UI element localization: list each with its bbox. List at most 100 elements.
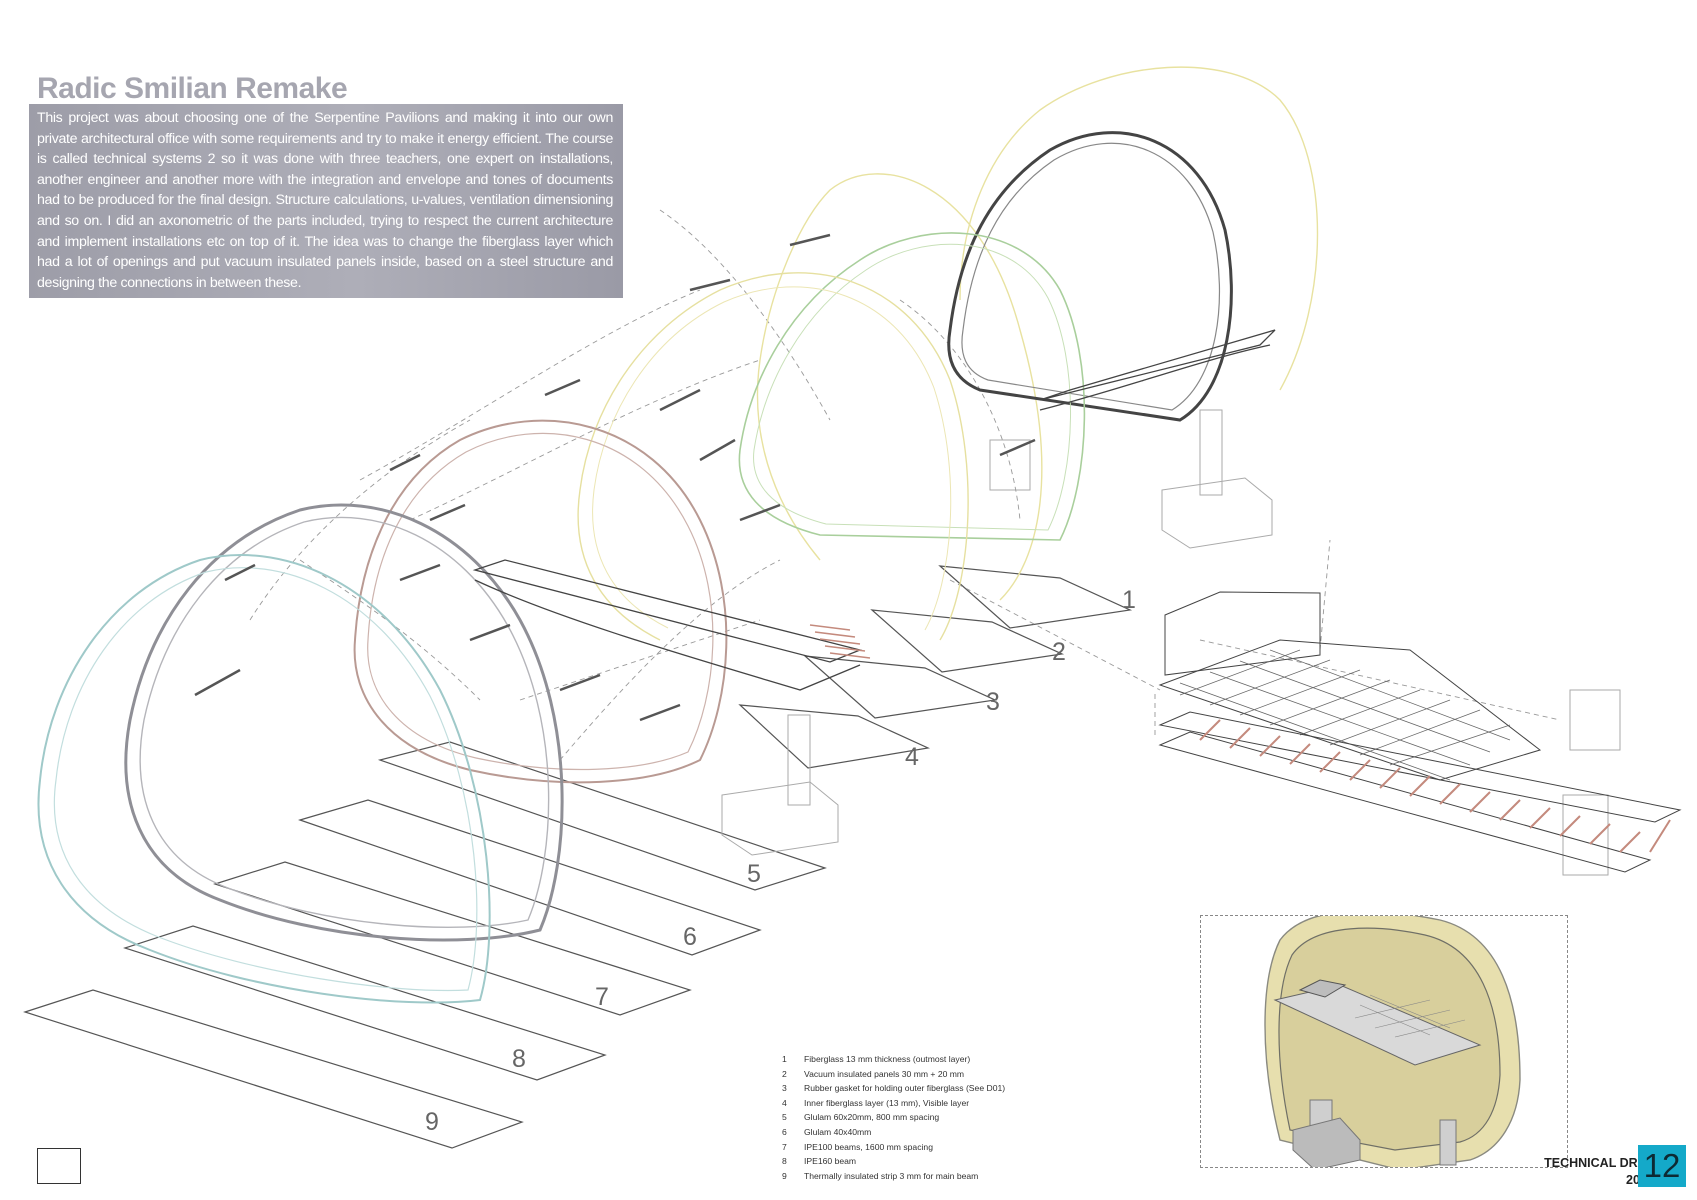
plate-1 (938, 565, 1133, 629)
guide-12 (299, 559, 481, 701)
profile (689, 278, 731, 292)
arch-vip-green (738, 232, 1086, 541)
page-number: 12 (1638, 1145, 1686, 1187)
arch-vip-green-2 (753, 243, 1071, 531)
floor-slats (1199, 719, 1671, 853)
arch-front-teal (37, 554, 491, 1004)
layer-label-7: 7 (595, 983, 609, 1011)
footing-rear (1161, 477, 1273, 549)
arch-gasket-yellow (577, 272, 969, 641)
plate-4 (738, 704, 931, 769)
pillar-mid (989, 439, 1031, 491)
guide-3 (249, 419, 471, 621)
inset-render (1264, 916, 1521, 1167)
layer-label-5: 5 (747, 860, 761, 888)
profile (739, 503, 781, 522)
profile (639, 703, 681, 722)
arch-glulam-gray (124, 503, 564, 942)
profile (659, 388, 701, 412)
deck-underside-rear (1039, 344, 1271, 411)
profile (559, 673, 601, 692)
pillar-front (787, 714, 811, 806)
long-beam-2 (1158, 731, 1652, 873)
layer-label-9: 9 (425, 1108, 439, 1136)
pillar-detail (1562, 794, 1609, 876)
inset-footing (1292, 1117, 1361, 1167)
grid-lines (1179, 649, 1511, 781)
pillar-rear (1199, 409, 1223, 496)
guide-5 (659, 209, 831, 421)
arch-inner-brown-2 (367, 432, 714, 771)
long-beam (1158, 711, 1682, 823)
profile (544, 378, 581, 397)
profile (429, 503, 466, 522)
layer-label-3: 3 (986, 688, 1000, 716)
guide-1 (359, 289, 701, 481)
page-title: Radic Smilian Remake (37, 72, 348, 105)
profile (789, 233, 831, 247)
plate-3 (803, 655, 998, 719)
layer-label-6: 6 (683, 923, 697, 951)
arch-rear-outer (959, 66, 1319, 391)
grid-panel (1158, 639, 1542, 781)
arch-front-teal-2 (53, 567, 478, 992)
guide-9 (1199, 639, 1561, 721)
plate-5 (377, 741, 827, 891)
plate-8 (123, 925, 607, 1081)
arch-rear-inner (947, 131, 1233, 422)
layer-label-4: 4 (905, 743, 919, 771)
top-slab (1164, 591, 1321, 676)
profile (194, 668, 241, 697)
description-text: This project was about choosing one of t… (37, 110, 613, 291)
description-box: This project was about choosing one of t… (29, 104, 623, 298)
inset-slab (1298, 979, 1347, 998)
arch-fiberglass-rear (756, 173, 1043, 601)
arch-rear-inner-2 (961, 142, 1221, 411)
arch-glulam-gray-2 (139, 516, 550, 928)
inset-frame (1200, 915, 1568, 1168)
inset-pillar-2 (1439, 1119, 1457, 1166)
footing-front (721, 781, 839, 856)
arch-gasket-yellow-2 (592, 286, 952, 631)
plate-2 (870, 609, 1065, 673)
box-detail (1569, 689, 1621, 751)
layer-label-1: 1 (1122, 586, 1136, 614)
guide-2 (409, 359, 761, 521)
plate-labels: 1 2 3 4 5 6 7 8 9 (425, 586, 1136, 1136)
inset-grid (1354, 994, 1466, 1038)
deck-underside (474, 579, 861, 691)
profile (699, 438, 736, 462)
floor-plates (23, 565, 1133, 1149)
layer-label-2: 2 (1052, 638, 1066, 666)
arch-inner-brown (353, 419, 728, 784)
plate-7 (213, 861, 692, 1016)
guide-7 (519, 619, 761, 701)
front-deck-slats (809, 624, 871, 659)
profile (469, 623, 511, 642)
floor-deck (472, 329, 1276, 691)
plate-6 (298, 799, 762, 956)
guide-4 (559, 559, 781, 761)
floor-assembly (1158, 591, 1682, 873)
guide-10 (1319, 539, 1331, 651)
profile (999, 438, 1036, 457)
profile (224, 563, 256, 582)
corner-frame (37, 1148, 81, 1184)
arches (37, 66, 1319, 1004)
deck-rear (1039, 329, 1276, 401)
profile (389, 453, 421, 472)
profile (399, 563, 441, 582)
foundations (721, 409, 1621, 876)
guide-8 (949, 579, 1161, 691)
